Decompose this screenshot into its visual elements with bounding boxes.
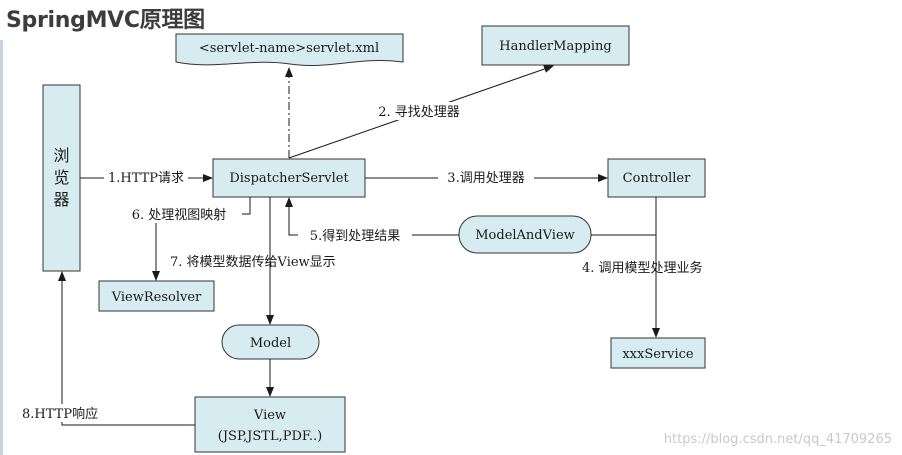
- view-label-line1: View: [253, 408, 286, 423]
- page-title: SpringMVC原理图: [6, 8, 205, 33]
- browser-node: 浏 览 器: [42, 84, 81, 272]
- watermark: https://blog.csdn.net/qq_41709265: [663, 432, 892, 447]
- view-resolver-node: ViewResolver: [98, 280, 215, 312]
- model-and-view-label: ModelAndView: [475, 228, 575, 243]
- dispatcher-servlet-node: DispatcherServlet: [212, 158, 366, 198]
- edge-step6-label-bg: [116, 205, 242, 223]
- edge-step1-label: 1.HTTP请求: [108, 171, 184, 186]
- servlet-xml-node: <servlet-name>servlet.xml: [175, 33, 404, 67]
- service-label: xxxService: [622, 347, 694, 362]
- edge-step2-label: 2. 寻找处理器: [378, 105, 460, 120]
- edge-step1-label-bg: [104, 169, 188, 187]
- controller-node: Controller: [607, 158, 706, 198]
- browser-char-2-text: 览: [53, 168, 69, 187]
- service-node: xxxService: [610, 337, 706, 369]
- edge-step3-label-bg: [438, 169, 534, 187]
- model-and-view-node: ModelAndView: [458, 215, 592, 254]
- handler-mapping-node: HandlerMapping: [481, 25, 630, 66]
- edge-step6-label: 6. 处理视图映射: [132, 207, 227, 223]
- browser-char-1-text: 浏: [53, 146, 69, 165]
- edge-step2-label-bg: [364, 102, 474, 120]
- edge-step5-label: 5.得到处理结果: [310, 228, 400, 244]
- view-label-line2: (JSP,JSTL,PDF..): [218, 429, 323, 444]
- view-resolver-label: ViewResolver: [111, 290, 202, 305]
- edge-step4-label: 4. 调用模型处理业务: [582, 260, 703, 276]
- edge-step5-label-bg: [298, 226, 412, 244]
- edge-step8-arrow: [58, 271, 195, 426]
- browser-char-3: 器: [53, 190, 69, 209]
- left-rule: [0, 40, 3, 455]
- handler-mapping-label: HandlerMapping: [499, 39, 611, 54]
- edge-step8-label: 8.HTTP响应: [22, 406, 98, 422]
- servlet-xml-label: <servlet-name>servlet.xml: [199, 41, 379, 56]
- model-label: Model: [250, 336, 291, 351]
- browser-char-2: 览: [53, 168, 69, 187]
- controller-label: Controller: [623, 171, 691, 186]
- model-node: Model: [221, 324, 320, 360]
- edge-step8-label-bg: [20, 404, 106, 422]
- edge-step7-label: 7. 将模型数据传给View显示: [170, 255, 336, 270]
- dispatcher-servlet-label: DispatcherServlet: [229, 171, 349, 186]
- browser-char-1: 浏: [53, 146, 69, 165]
- view-node: View (JSP,JSTL,PDF..): [194, 396, 346, 453]
- edge-step3-label: 3.调用处理器: [447, 171, 524, 186]
- browser-char-3-text: 器: [53, 190, 69, 209]
- edge-controller-mav-line: [591, 197, 657, 236]
